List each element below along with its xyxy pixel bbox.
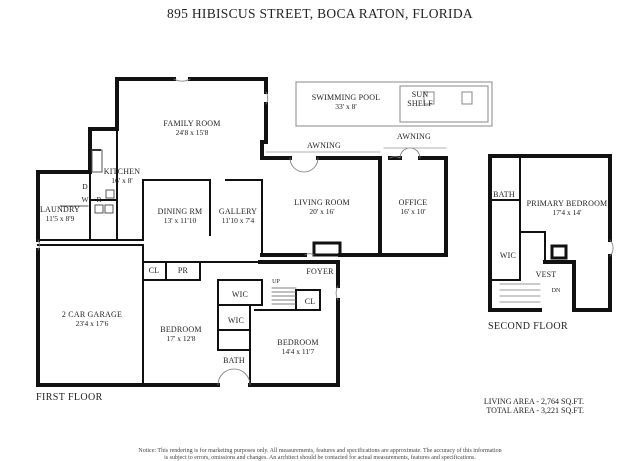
gallery-dim: 11'10 x 7'4 [221,216,255,225]
garage-label: 2 CAR GARAGE [61,310,123,319]
total-area-text: TOTAL AREA - 3,221 SQ.FT. [486,406,584,415]
foyer-label: FOYER [306,267,334,276]
living-room-dim: 20' x 16' [309,207,335,216]
office-dim: 16' x 10' [400,207,426,216]
dining-label: DINING RM [157,207,203,216]
living-room-label: LIVING ROOM [294,198,350,207]
bath-label-1: BATH [223,356,245,365]
stairs-down-label: DN [551,288,561,294]
primary-bedroom-dim: 17'4 x 14' [552,208,582,217]
living-area-text: LIVING AREA - 2,764 SQ.FT. [483,397,584,406]
closet-label-1: CL [148,266,160,275]
awning-label-1: AWNING [307,141,341,150]
second-floor-caption: SECOND FLOOR [488,321,569,332]
pool-dim: 33' x 8' [335,102,357,111]
closet-label-2: CL [304,297,316,306]
second-floor-walls [488,154,612,312]
awning-lines [265,147,447,153]
gallery-label: GALLERY [218,207,258,216]
bedroom-1-dim: 17' x 12'8 [166,334,196,343]
family-room-label: FAMILY ROOM [163,119,221,128]
pool-label: SWIMMING POOL [311,93,381,102]
kitchen-dim: 16' x 8' [111,176,133,185]
notice-line-2: is subject to errors, omissions and chan… [164,455,476,461]
family-room-dim: 24'8 x 15'8 [175,128,209,137]
garage-dim: 23'4 x 17'6 [75,319,109,328]
bedroom-2-label: BEDROOM [277,338,319,347]
wic-label-2: WIC [227,316,245,325]
vest-label: VEST [535,270,557,279]
stairs [271,287,297,305]
pool-outline [295,81,493,127]
kitchen-fixtures [59,149,115,214]
second-floor-interior [489,155,568,281]
shelf-label: SHELF [407,99,433,108]
awning-label-2: AWNING [397,132,431,141]
wic-label-1: WIC [231,290,249,299]
office-label: OFFICE [398,198,428,207]
dryer-label: D [82,182,88,191]
laundry-dim: 11'5 x 8'9 [45,214,75,223]
first-floor-caption: FIRST FLOOR [36,392,103,403]
plan-title: 895 HIBISCUS STREET, BOCA RATON, FLORIDA [167,6,473,21]
primary-bedroom-label: PRIMARY BEDROOM [526,199,608,208]
refrigerator-label: R [96,195,102,204]
laundry-label: LAUNDRY [39,205,81,214]
kitchen-label: KITCHEN [103,167,141,176]
bath-label-2: BATH [493,190,515,199]
first-floor-walls [36,77,448,387]
sun-label: SUN [411,90,429,99]
dining-dim: 13' x 11'10 [163,216,197,225]
washer-label: W [81,195,89,204]
bedroom-2-dim: 14'4 x 11'7 [281,347,315,356]
stairs-up-label: UP [272,279,280,285]
wic-label-3: WIC [499,251,517,260]
notice-line-1: Notice: This rendering is for marketing … [138,448,502,454]
powder-room-label: PR [177,266,189,275]
door-swings [37,78,421,386]
bedroom-1-label: BEDROOM [160,325,202,334]
